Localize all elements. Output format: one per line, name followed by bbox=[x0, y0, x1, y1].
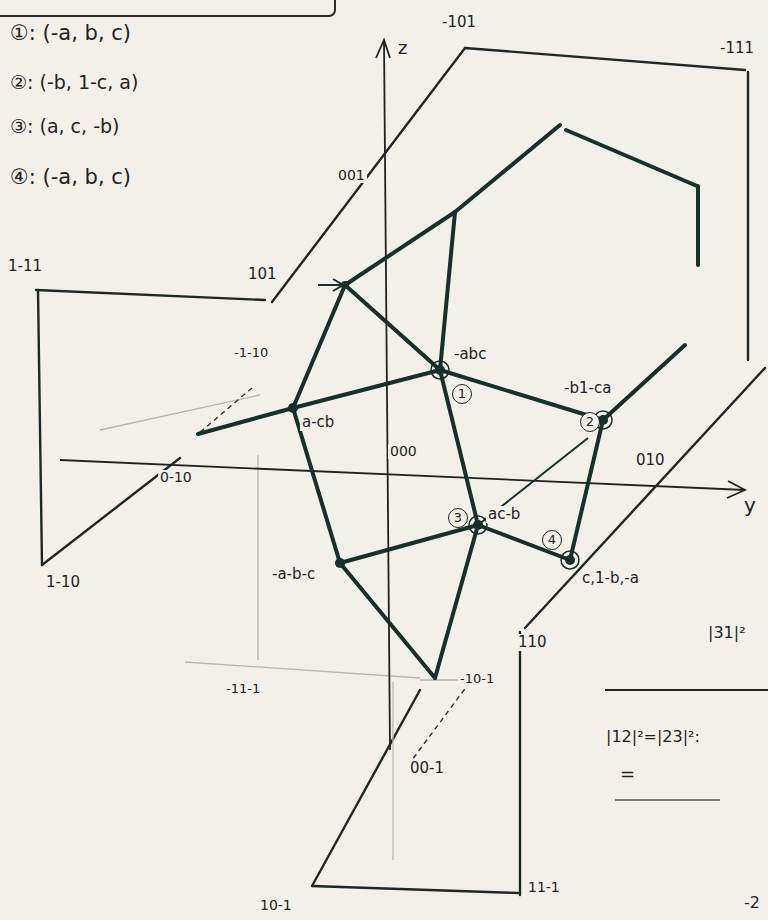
callout-number: 1 bbox=[452, 384, 472, 404]
coordinate-label: -101 bbox=[440, 14, 478, 31]
coordinate-label: -1-10 bbox=[232, 346, 270, 360]
coordinate-label: 000 bbox=[388, 444, 419, 459]
coordinate-label: -111 bbox=[718, 40, 756, 57]
cell-frame bbox=[36, 48, 765, 895]
coordinate-label: 110 bbox=[516, 634, 549, 651]
note-text: -2 bbox=[742, 894, 762, 912]
atom-label: -a-b-c bbox=[270, 566, 317, 583]
callout-number: 4 bbox=[542, 530, 562, 550]
axes bbox=[60, 40, 745, 750]
equation-line: ④: (-a, b, c) bbox=[8, 166, 133, 189]
coordinate-label: 010 bbox=[634, 452, 667, 469]
coordinate-label: 001 bbox=[336, 168, 367, 183]
equation-line: ①: (-a, b, c) bbox=[8, 22, 133, 45]
atom-label: -abc bbox=[452, 346, 488, 363]
note-text: = bbox=[618, 764, 637, 784]
pointer-arrow bbox=[318, 279, 343, 291]
atom-label: -b1-ca bbox=[562, 380, 613, 397]
atoms bbox=[288, 281, 608, 568]
coordinate-label: 0-10 bbox=[158, 470, 194, 485]
callout-number: 2 bbox=[580, 412, 600, 432]
callout-number: 3 bbox=[448, 508, 468, 528]
equation-line: ③: (a, c, -b) bbox=[8, 116, 121, 137]
coordinate-label: -10-1 bbox=[458, 672, 496, 686]
atom-label: c,1-b,-a bbox=[580, 570, 641, 587]
coordinate-label: 10-1 bbox=[258, 898, 294, 913]
side-notes bbox=[605, 690, 768, 800]
coordinate-label: -11-1 bbox=[224, 682, 262, 696]
note-text: |12|²=|23|²: bbox=[604, 728, 702, 746]
coordinate-label: 1-11 bbox=[6, 258, 44, 275]
axis-label: y bbox=[742, 494, 758, 516]
dashed-edges bbox=[198, 388, 470, 760]
coordinate-label: 00-1 bbox=[408, 760, 446, 777]
corner-frame bbox=[0, 0, 335, 16]
equation-line: ②: (-b, 1-c, a) bbox=[8, 72, 140, 93]
atom-label: ac-b bbox=[486, 506, 522, 523]
axis-label: z bbox=[396, 38, 409, 58]
note-text: |31|² bbox=[706, 624, 748, 642]
coordinate-label: 11-1 bbox=[526, 880, 562, 895]
atom-label: a-cb bbox=[300, 414, 336, 431]
coordinate-label: 1-10 bbox=[44, 574, 82, 591]
thin-bond bbox=[478, 438, 588, 525]
coordinate-label: 101 bbox=[246, 266, 279, 283]
bonds bbox=[198, 125, 698, 678]
